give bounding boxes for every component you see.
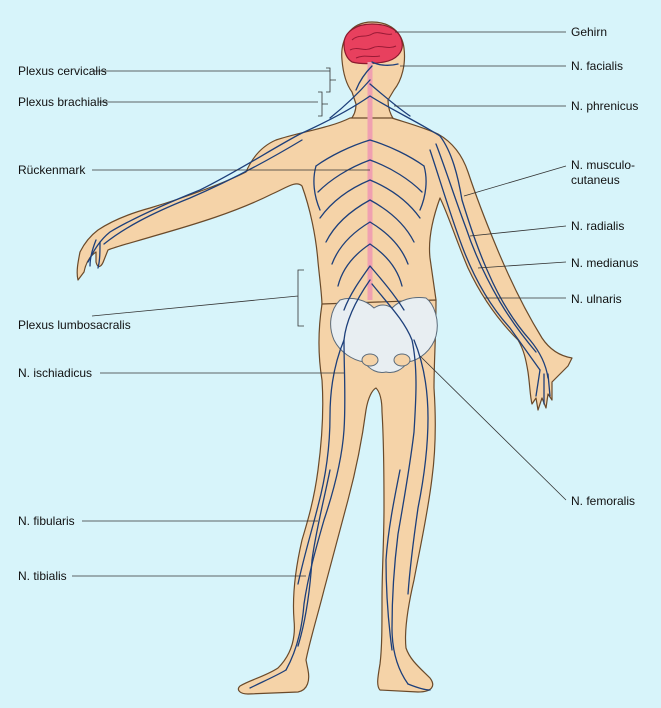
torso (76, 117, 573, 411)
bracket-lumbosacralis (91, 269, 304, 327)
obturator-left (361, 353, 379, 367)
nerves (87, 61, 551, 691)
pelvis-outline (330, 297, 438, 373)
label-n-musculocutaneus-line1: N. musculo- (571, 158, 636, 172)
label-n-fibularis: N. fibularis (18, 514, 75, 528)
brain-shape (343, 23, 403, 65)
label-n-tibialis: N. tibialis (18, 569, 67, 583)
leader-musculocutaneus (463, 165, 567, 197)
label-n-ulnaris: N. ulnaris (571, 292, 622, 306)
leader-medianus (477, 261, 567, 269)
leader-lines (72, 31, 567, 577)
bracket-plexus-upper (318, 67, 336, 117)
label-n-phrenicus: N. phrenicus (571, 99, 639, 113)
label-rueckenmark: Rückenmark (18, 163, 86, 177)
label-gehirn: Gehirn (571, 25, 608, 39)
label-n-radialis: N. radialis (571, 219, 625, 233)
brain (343, 23, 403, 65)
label-plexus-cervicalis: Plexus cervicalis (18, 64, 107, 78)
pelvis-bone (330, 297, 438, 373)
label-n-femoralis: N. femoralis (571, 494, 636, 508)
label-plexus-lumbosacralis: Plexus lumbosacralis (18, 318, 131, 332)
leader-femoralis (419, 355, 567, 501)
label-n-ischiadicus: N. ischiadicus (18, 366, 93, 380)
label-plexus-brachialis: Plexus brachialis (18, 95, 109, 109)
leader-radialis (469, 225, 567, 237)
label-n-facialis: N. facialis (571, 59, 624, 73)
label-n-musculocutaneus-line2: cutaneus (571, 173, 620, 187)
label-n-medianus: N. medianus (571, 256, 639, 270)
obturator-right (393, 353, 411, 367)
brain-gyri (349, 32, 397, 59)
